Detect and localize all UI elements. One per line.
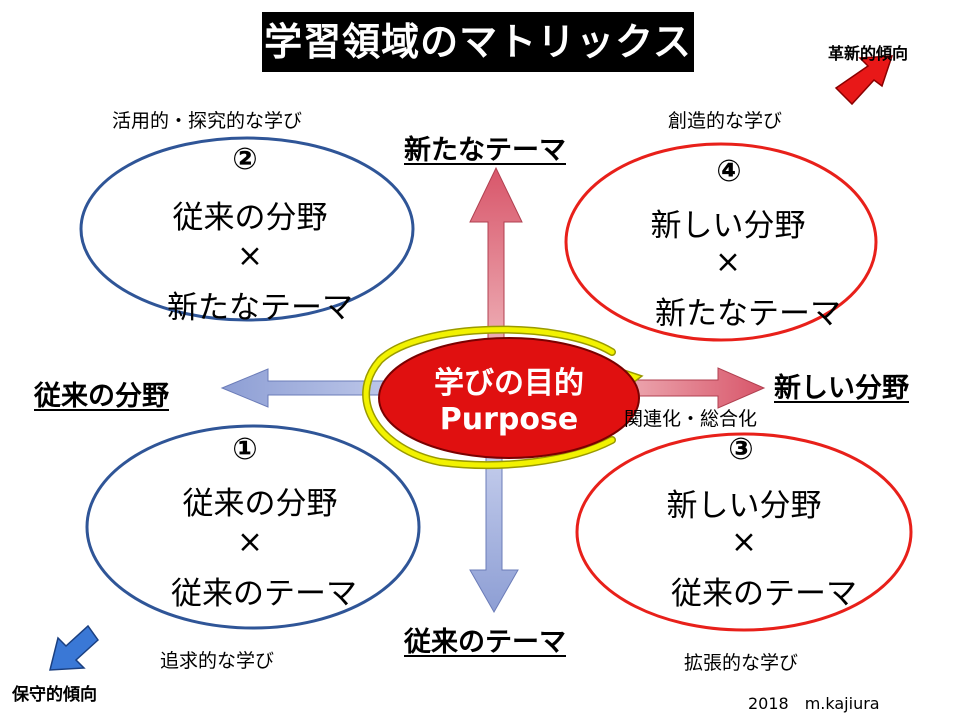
quadrant-2-caption: 活用的・探究的な学び — [112, 110, 303, 132]
credit: 2018 m.kajiura — [748, 694, 880, 713]
quadrant-4-ellipse — [564, 142, 878, 342]
page-title: 学習領域のマトリックス — [262, 12, 694, 72]
center-title: 学びの目的 — [434, 366, 584, 401]
center-subtitle: Purpose — [439, 402, 579, 437]
quadrant-1-line3: 従来のテーマ — [171, 576, 357, 612]
quadrant-2-line3: 新たなテーマ — [167, 290, 353, 326]
quadrant-3-number: ③ — [728, 432, 754, 467]
quadrant-2-line1: 従来の分野 — [172, 200, 328, 236]
quadrant-1-number: ① — [232, 432, 258, 467]
center-note: 関連化・総合化 — [624, 408, 758, 430]
quadrant-4-line1: 新しい分野 — [650, 208, 806, 244]
quadrant-1-caption: 追求的な学び — [160, 650, 275, 672]
innovative-arrow-icon — [834, 55, 894, 106]
axis-label-left: 従来の分野 — [34, 381, 169, 412]
quadrant-1-ellipse — [85, 424, 421, 630]
innovative-trend-label: 革新的傾向 — [828, 44, 909, 63]
quadrant-2-number: ② — [232, 142, 258, 177]
axis-label-bottom: 従来のテーマ — [404, 627, 566, 658]
quadrant-3-caption: 拡張的な学び — [684, 652, 799, 674]
quadrant-2-ellipse — [79, 136, 415, 322]
quadrant-4-caption: 創造的な学び — [668, 110, 783, 132]
quadrant-1-line1: 従来の分野 — [182, 486, 338, 522]
quadrant-4-number: ④ — [716, 154, 742, 189]
center-ellipse — [378, 337, 640, 459]
quadrant-3-line3: 従来のテーマ — [671, 576, 857, 612]
swirl-ring-fill — [363, 327, 615, 468]
quadrant-3-line1: 新しい分野 — [666, 488, 822, 524]
quadrant-1-line2: × — [237, 524, 263, 560]
axis-label-right: 新しい分野 — [774, 373, 909, 404]
quadrant-4-line2: × — [715, 244, 741, 280]
conservative-arrow-icon — [49, 624, 99, 671]
quadrant-2-line2: × — [237, 238, 263, 274]
quadrant-3-line2: × — [731, 524, 757, 560]
quadrant-3-ellipse — [575, 432, 913, 632]
axis-label-top: 新たなテーマ — [404, 135, 566, 166]
quadrant-4-line3: 新たなテーマ — [655, 296, 841, 332]
conservative-trend-label: 保守的傾向 — [12, 685, 97, 705]
